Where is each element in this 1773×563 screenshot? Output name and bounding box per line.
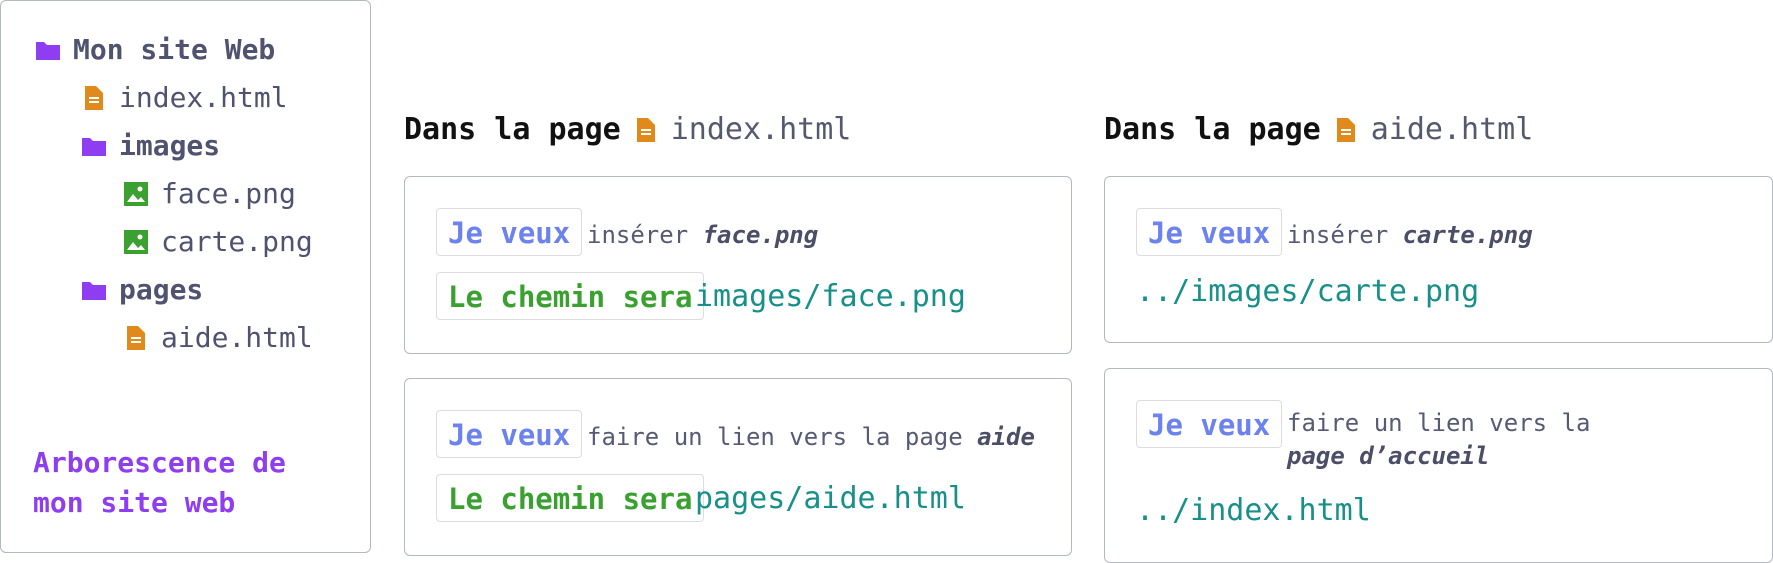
action-target: page d’accueil	[1287, 442, 1490, 470]
column-title-file: index.html	[670, 112, 852, 147]
column-title-index: Dans la page index.html	[404, 112, 851, 147]
action-text: faire un lien vers la page	[587, 423, 963, 451]
image-file-icon	[124, 229, 148, 254]
action-description: faire un lien vers la page d’accueil	[1287, 407, 1657, 473]
tree-item-aide-html[interactable]: aide.html	[123, 321, 313, 354]
example-card-insert-face: Je veux insérer face.png Le chemin sera …	[404, 176, 1072, 354]
tree-caption: Arborescence de mon site web	[33, 446, 286, 519]
want-label: Je veux	[1136, 208, 1283, 256]
file-html-icon	[636, 117, 655, 142]
column-title-aide: Dans la page aide.html	[1104, 112, 1533, 147]
folder-icon	[82, 137, 106, 156]
tree-item-label: carte.png	[161, 225, 313, 258]
tree-item-carte-png[interactable]: carte.png	[123, 225, 313, 258]
tree-item-pages-folder[interactable]: pages	[81, 273, 203, 306]
path-value: ../index.html	[1136, 493, 1371, 528]
path-value: pages/aide.html	[695, 481, 966, 516]
file-html-icon	[127, 325, 145, 350]
action-text: insérer	[1287, 221, 1389, 249]
path-label: Le chemin sera	[436, 474, 705, 522]
folder-icon	[36, 41, 60, 60]
action-description: insérer carte.png	[1287, 221, 1533, 249]
tree-item-face-png[interactable]: face.png	[123, 177, 296, 210]
action-text: faire un lien vers la	[1287, 409, 1591, 437]
want-label: Je veux	[1136, 400, 1283, 448]
column-title-file: aide.html	[1370, 112, 1534, 147]
action-target: aide	[977, 423, 1035, 451]
example-card-link-aide: Je veux faire un lien vers la page aide …	[404, 378, 1072, 556]
column-title-lead: Dans la page	[1104, 112, 1321, 147]
path-value: images/face.png	[695, 279, 966, 314]
action-description: insérer face.png	[587, 221, 818, 249]
tree-root-folder[interactable]: Mon site Web	[35, 33, 275, 66]
want-label: Je veux	[436, 208, 583, 256]
tree-item-label: images	[119, 129, 221, 162]
action-description: faire un lien vers la page aide	[587, 423, 1035, 451]
action-target: carte.png	[1402, 221, 1533, 249]
tree-item-label: aide.html	[161, 321, 313, 354]
path-label: Le chemin sera	[436, 272, 705, 320]
column-title-lead: Dans la page	[404, 112, 621, 147]
example-card-insert-carte: Je veux insérer carte.png ../images/cart…	[1104, 176, 1773, 343]
folder-icon	[82, 281, 106, 300]
action-target: face.png	[702, 221, 819, 249]
file-html-icon	[1336, 117, 1355, 142]
file-html-icon	[85, 85, 103, 110]
example-card-link-home: Je veux faire un lien vers la page d’acc…	[1104, 368, 1773, 563]
site-tree-panel: Mon site Web index.html images face.png …	[0, 0, 371, 553]
tree-item-images-folder[interactable]: images	[81, 129, 220, 162]
tree-item-index-html[interactable]: index.html	[81, 81, 288, 114]
image-file-icon	[124, 181, 148, 206]
want-label: Je veux	[436, 410, 583, 458]
tree-item-label: index.html	[119, 81, 288, 114]
path-value: ../images/carte.png	[1136, 274, 1480, 309]
action-text: insérer	[587, 221, 689, 249]
tree-item-label: pages	[119, 273, 204, 306]
tree-root-label: Mon site Web	[73, 33, 276, 66]
tree-item-label: face.png	[161, 177, 296, 210]
